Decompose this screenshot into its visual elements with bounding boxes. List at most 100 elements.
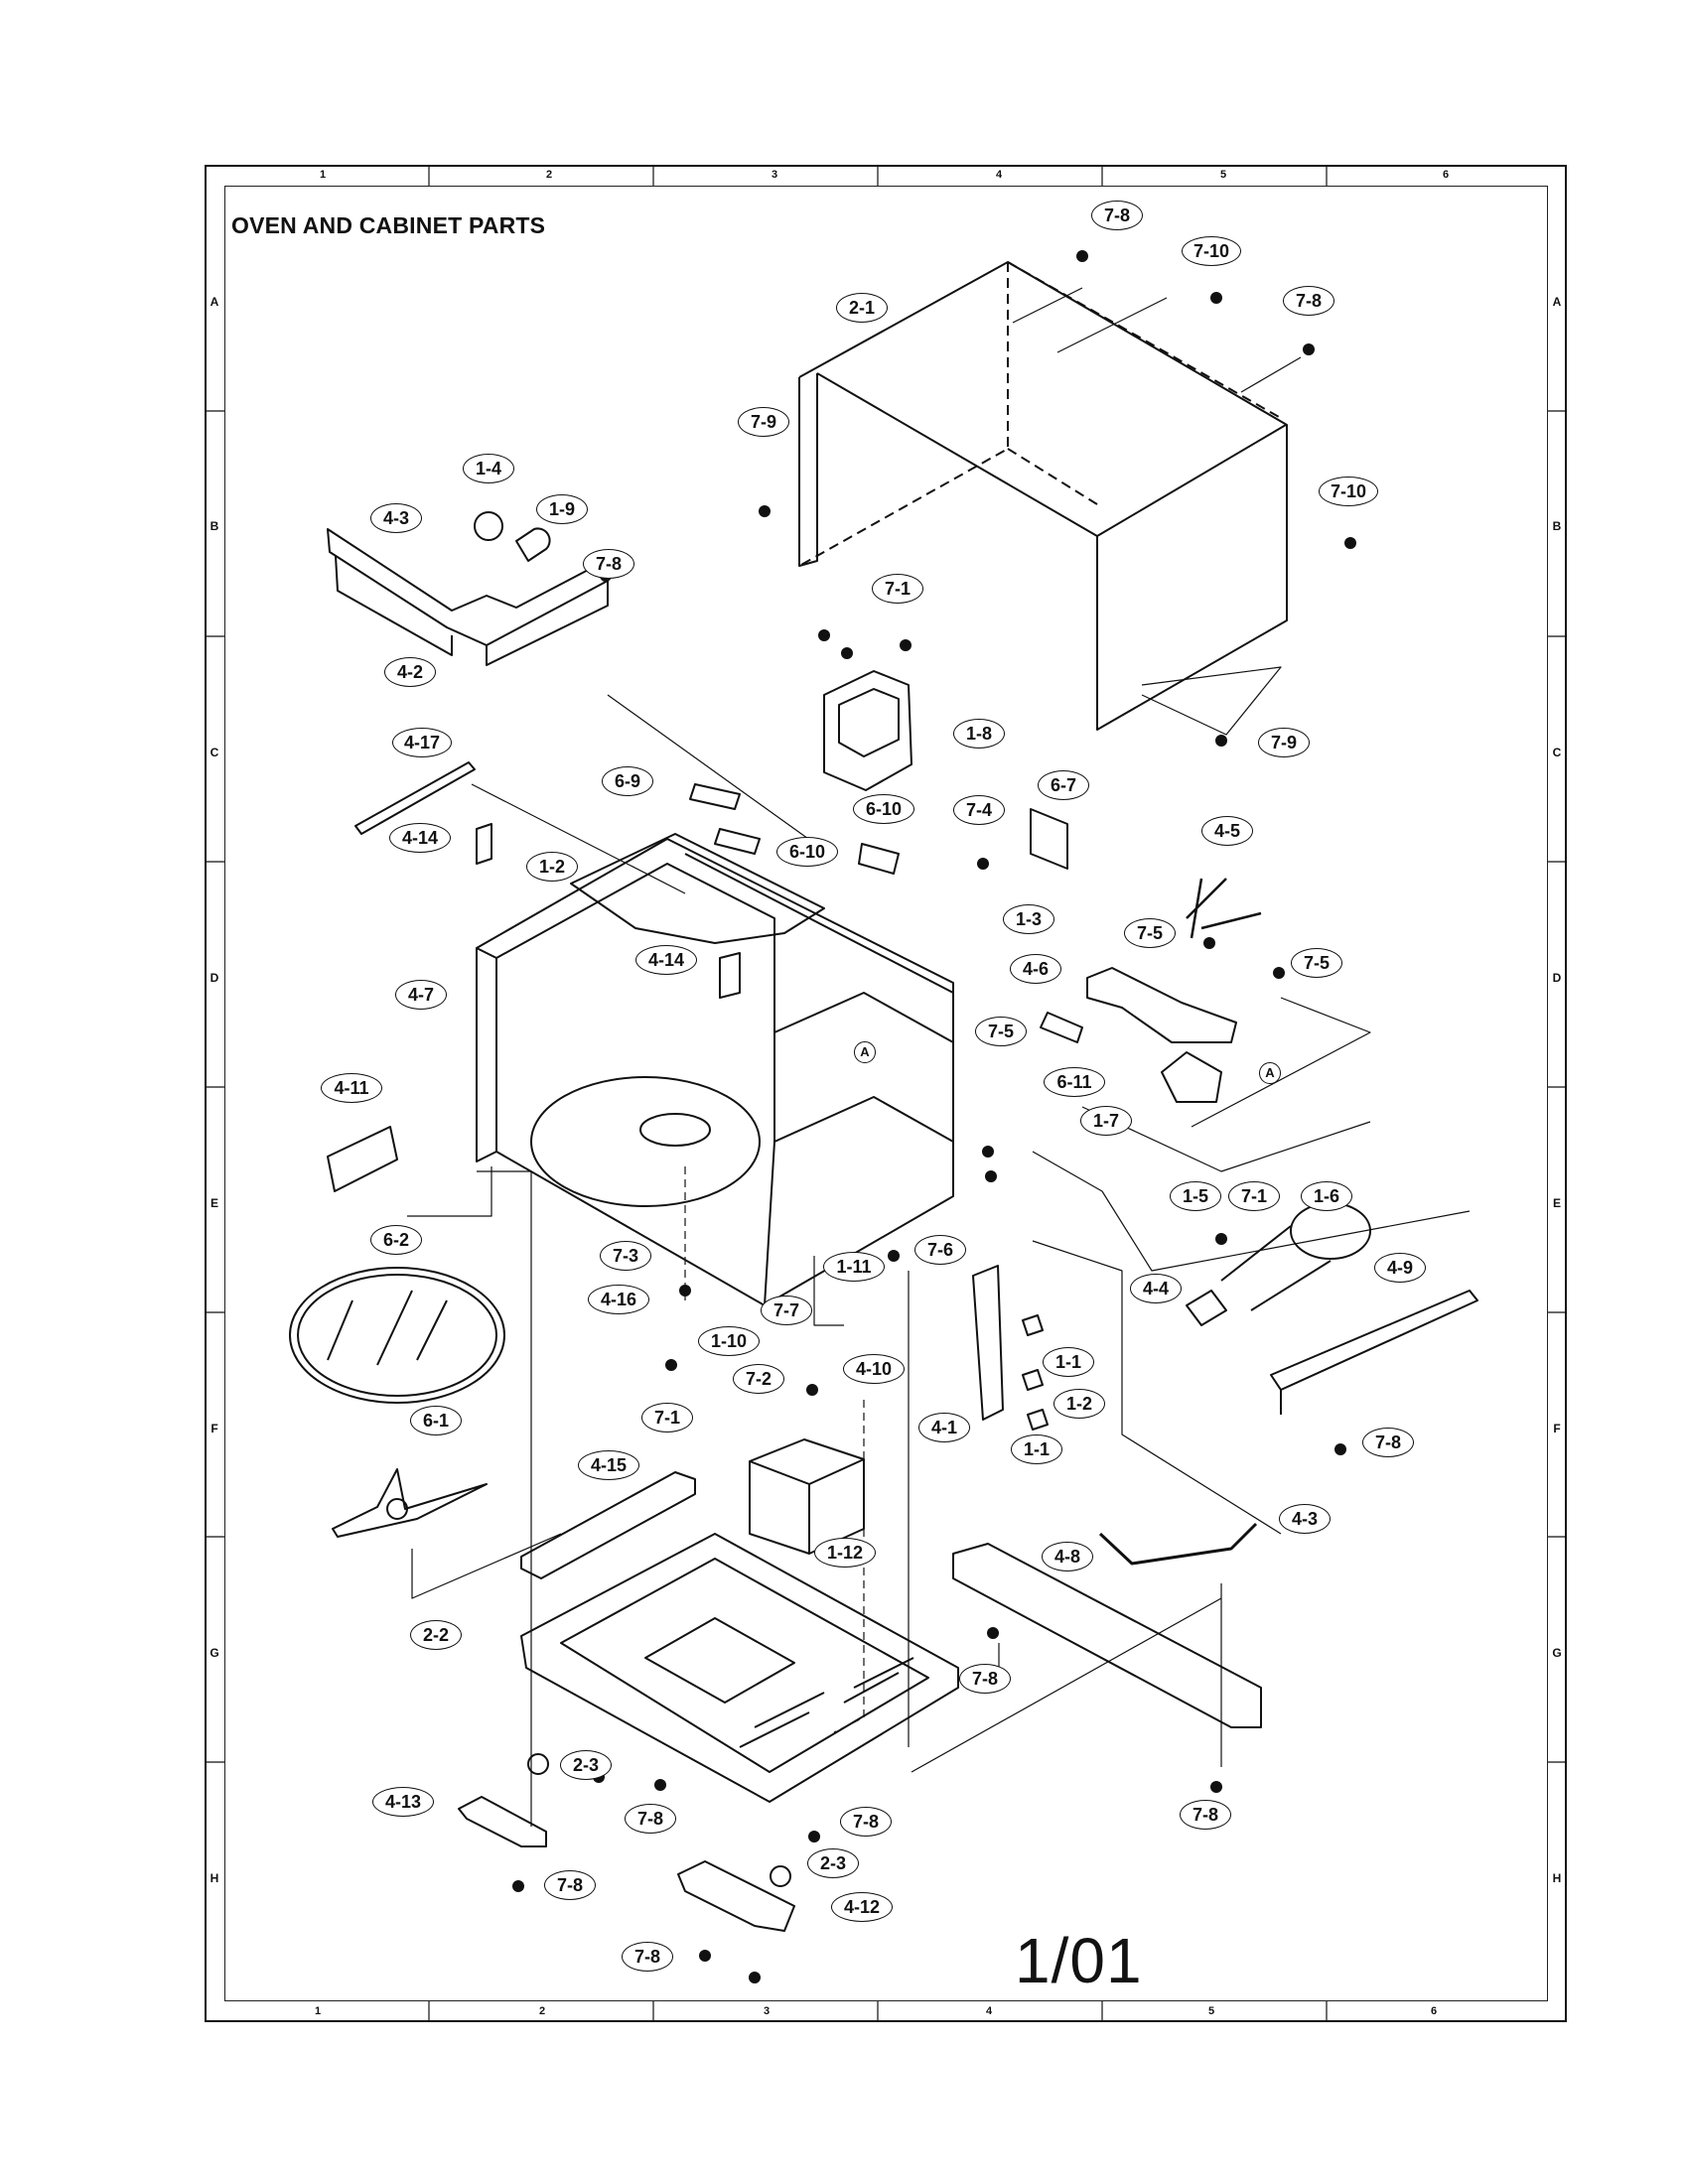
column-label-top: 2 <box>545 169 553 181</box>
drawing-border <box>205 165 1567 2022</box>
part-callout: 4-12 <box>831 1892 893 1922</box>
part-callout: 1-1 <box>1043 1347 1094 1377</box>
part-callout: 1-4 <box>463 454 514 483</box>
part-callout: 4-6 <box>1010 954 1061 984</box>
part-callout: 7-5 <box>1124 918 1176 948</box>
part-callout: 7-8 <box>583 549 634 579</box>
part-callout: 6-9 <box>602 766 653 796</box>
column-label-bottom: 3 <box>763 2005 771 2017</box>
part-callout: 6-10 <box>776 837 838 867</box>
row-label-right: B <box>1552 519 1562 533</box>
column-label-top: 3 <box>771 169 778 181</box>
reference-marker: A <box>854 1041 876 1063</box>
part-callout: 4-13 <box>372 1787 434 1817</box>
part-callout: 4-8 <box>1042 1542 1093 1571</box>
part-callout: 1-10 <box>698 1326 760 1356</box>
part-callout: 7-6 <box>914 1235 966 1265</box>
row-label-right: F <box>1553 1422 1561 1435</box>
part-callout: 7-1 <box>1228 1181 1280 1211</box>
drawing-inner-border <box>224 186 1548 2001</box>
row-label-right: G <box>1552 1646 1562 1660</box>
part-callout: 1-2 <box>526 852 578 882</box>
reference-marker: A <box>1259 1062 1281 1084</box>
part-callout: 1-11 <box>823 1252 885 1282</box>
page-title: OVEN AND CABINET PARTS <box>231 212 546 238</box>
column-label-bottom: 1 <box>314 2005 322 2017</box>
part-callout: 7-8 <box>1362 1428 1414 1457</box>
part-callout: 4-5 <box>1201 816 1253 846</box>
part-callout: 4-14 <box>635 945 697 975</box>
part-callout: 4-10 <box>843 1354 905 1384</box>
part-callout: 4-3 <box>1279 1504 1331 1534</box>
part-callout: 1-6 <box>1301 1181 1352 1211</box>
part-callout: 1-9 <box>536 494 588 524</box>
row-label-right: A <box>1552 295 1562 309</box>
part-callout: 7-8 <box>1180 1800 1231 1830</box>
column-label-top: 4 <box>995 169 1003 181</box>
column-label-bottom: 2 <box>538 2005 546 2017</box>
part-callout: 7-2 <box>733 1364 784 1394</box>
row-label-left: B <box>210 519 219 533</box>
part-callout: 7-8 <box>544 1870 596 1900</box>
row-label-left: C <box>210 746 219 759</box>
column-label-top: 5 <box>1219 169 1227 181</box>
part-callout: 7-8 <box>840 1807 892 1837</box>
part-callout: 2-3 <box>807 1848 859 1878</box>
column-label-top: 1 <box>319 169 327 181</box>
part-callout: 7-8 <box>1283 286 1334 316</box>
part-callout: 7-8 <box>622 1942 673 1972</box>
part-callout: 7-8 <box>1091 201 1143 230</box>
part-callout: 7-7 <box>761 1296 812 1325</box>
part-callout: 1-1 <box>1011 1434 1062 1464</box>
part-callout: 4-2 <box>384 657 436 687</box>
part-callout: 1-5 <box>1170 1181 1221 1211</box>
part-callout: 4-4 <box>1130 1274 1182 1303</box>
part-callout: 4-17 <box>392 728 452 757</box>
row-label-left: A <box>210 295 219 309</box>
row-label-left: D <box>210 971 219 985</box>
row-label-left: H <box>210 1871 219 1885</box>
part-callout: 7-3 <box>600 1241 651 1271</box>
part-callout: 6-2 <box>370 1225 422 1255</box>
row-label-right: D <box>1552 971 1562 985</box>
part-callout: 4-7 <box>395 980 447 1010</box>
column-label-bottom: 5 <box>1207 2005 1215 2017</box>
column-label-bottom: 6 <box>1430 2005 1438 2017</box>
part-callout: 7-8 <box>959 1664 1011 1694</box>
part-callout: 4-11 <box>321 1073 382 1103</box>
part-callout: 7-9 <box>738 407 789 437</box>
part-callout: 6-10 <box>853 794 914 824</box>
page-number: 1/01 <box>1015 1925 1143 1996</box>
row-label-right: H <box>1552 1871 1562 1885</box>
part-callout: 6-7 <box>1038 770 1089 800</box>
part-callout: 2-2 <box>410 1620 462 1650</box>
part-callout: 4-9 <box>1374 1253 1426 1283</box>
row-label-right: C <box>1552 746 1562 759</box>
part-callout: 1-12 <box>814 1538 876 1568</box>
part-callout: 7-1 <box>872 574 923 604</box>
row-label-left: E <box>210 1196 218 1210</box>
part-callout: 7-1 <box>641 1403 693 1433</box>
part-callout: 1-2 <box>1053 1389 1105 1419</box>
part-callout: 1-3 <box>1003 904 1054 934</box>
part-callout: 4-3 <box>370 503 422 533</box>
part-callout: 7-5 <box>1291 948 1342 978</box>
part-callout: 4-15 <box>578 1450 639 1480</box>
part-callout: 6-11 <box>1044 1067 1105 1097</box>
part-callout: 1-8 <box>953 719 1005 749</box>
row-label-left: G <box>210 1646 219 1660</box>
part-callout: 2-1 <box>836 293 888 323</box>
part-callout: 1-7 <box>1080 1106 1132 1136</box>
column-label-top: 6 <box>1442 169 1450 181</box>
part-callout: 4-1 <box>918 1413 970 1442</box>
part-callout: 4-14 <box>389 823 451 853</box>
row-label-left: F <box>210 1422 218 1435</box>
part-callout: 7-10 <box>1319 477 1378 506</box>
column-label-bottom: 4 <box>985 2005 993 2017</box>
part-callout: 7-10 <box>1182 236 1241 266</box>
part-callout: 7-4 <box>953 795 1005 825</box>
part-callout: 4-16 <box>588 1285 649 1314</box>
part-callout: 7-8 <box>625 1804 676 1834</box>
part-callout: 7-5 <box>975 1017 1027 1046</box>
